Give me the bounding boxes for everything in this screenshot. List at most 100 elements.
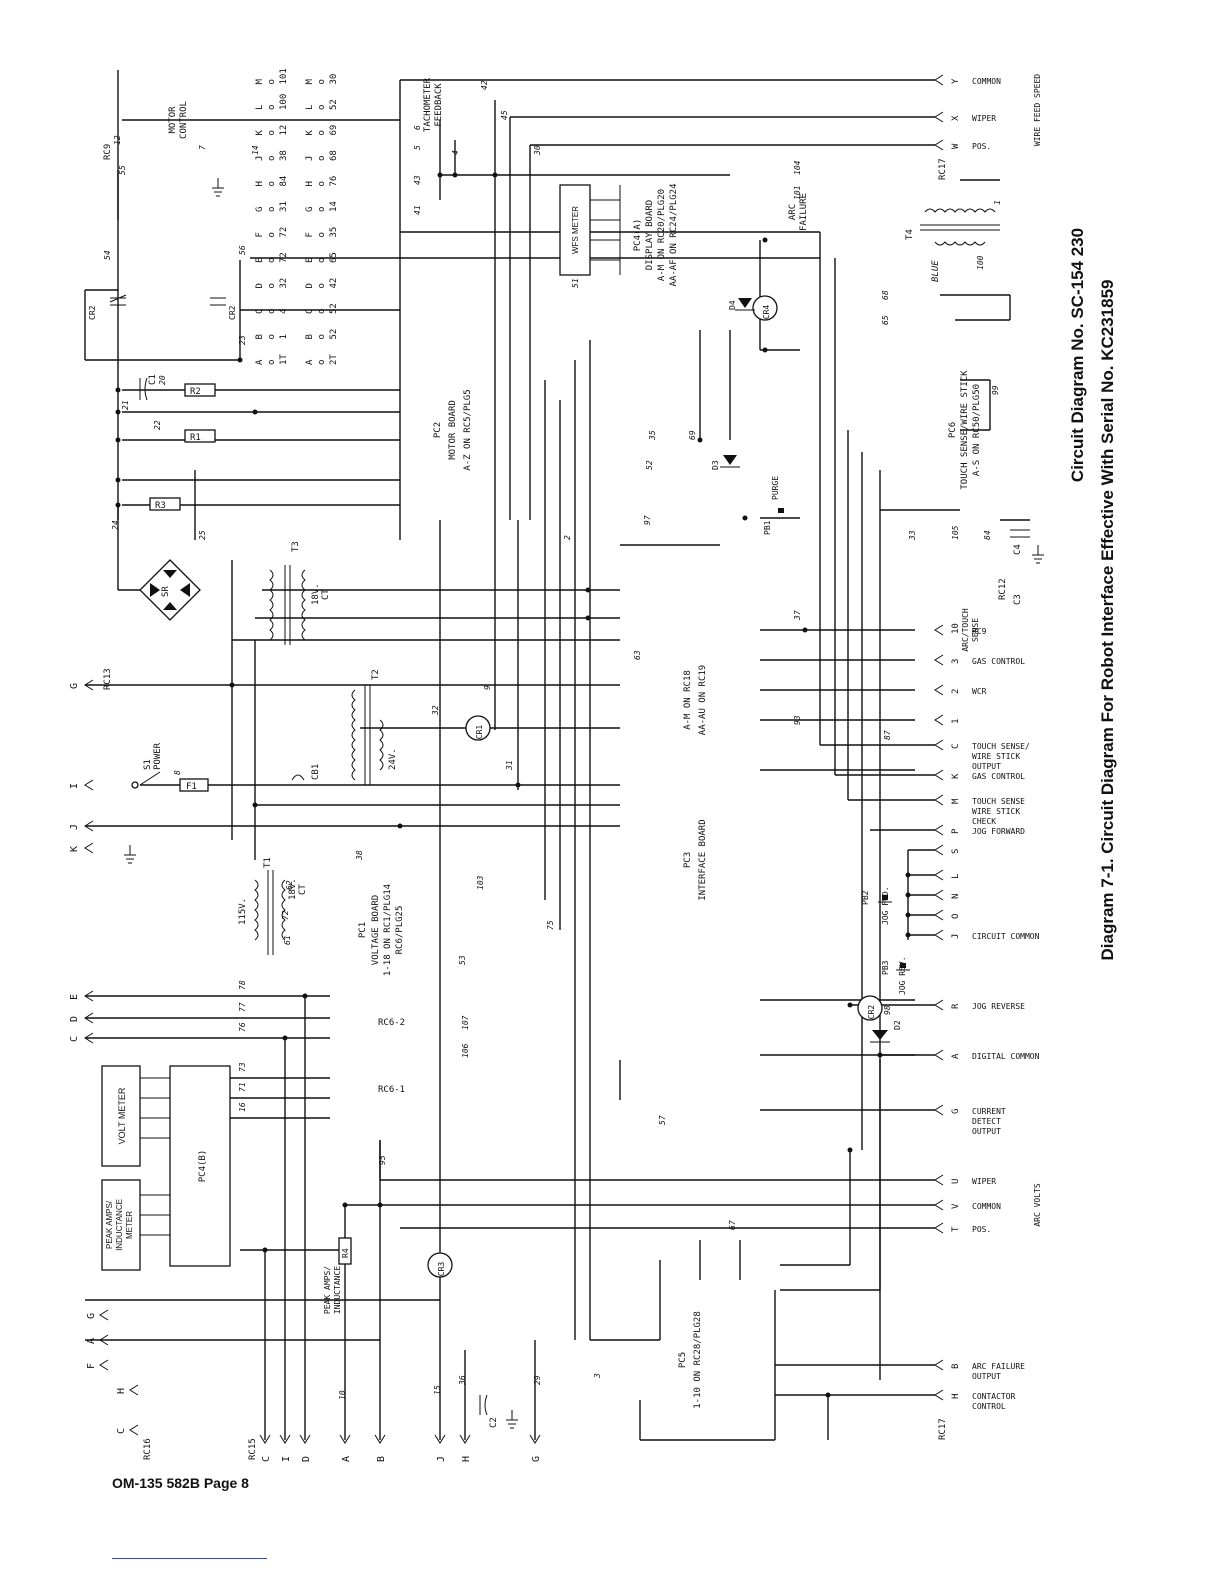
wire-number: 7 — [198, 145, 207, 150]
wire-number: 35 — [648, 430, 657, 441]
title-block: Circuit Diagram No. SC-154 230 Diagram 7… — [1068, 228, 1117, 961]
wfs-meter-label: WFS METER — [571, 206, 580, 254]
junction-dots — [115, 172, 911, 1398]
right-terminal-label: CIRCUIT COMMON — [972, 932, 1040, 941]
left-terminal-pin: K — [69, 846, 80, 852]
arc-touch-sense-line2: SENSE — [971, 618, 980, 642]
transformer-t1: T1 115V. 18V. CT — [238, 857, 308, 955]
volt-meter-label: VOLT METER — [117, 1087, 127, 1144]
r1-label: R1 — [190, 433, 201, 443]
wire-number: 69 — [688, 430, 697, 440]
rc16-label: RC16 — [143, 1438, 153, 1460]
cr2-coil-label: CR2 — [867, 1005, 876, 1020]
wire-number: 1 — [993, 200, 1002, 205]
jog-reverse-button-pb3: PB3 JOG REV. — [881, 956, 910, 995]
cb1-label: CB1 — [311, 764, 321, 780]
arc-volts-label: ARC VOLTS — [1033, 1183, 1042, 1227]
motor-pin-row1-letter: F — [255, 232, 265, 237]
wire-number: 37 — [793, 610, 802, 621]
pc3-interface-board-label: A-M ON RC18 AA-AU ON RC19 PC3 INTERFACE … — [683, 665, 708, 901]
pc1-voltage-board-label: PC1 VOLTAGE BOARD 1-18 ON RC1/PLG14 RC6/… — [358, 884, 405, 976]
right-terminal-label: RC9 — [972, 627, 987, 636]
motor-pin-row1-pin: o — [267, 79, 277, 84]
relay-cr4-coil: CR4 — [752, 295, 778, 321]
motor-pin-row2-wire: 69 — [329, 125, 339, 136]
wire-number: 25 — [198, 530, 207, 540]
page-footer: OM-135 582B Page 8 — [112, 1475, 249, 1491]
peak-amps-meter: PEAK AMPS/ INDUCTANCE METER — [101, 1179, 170, 1271]
wire-number: 100 — [976, 255, 985, 270]
wire-number: 6 — [413, 125, 422, 130]
wire-number: 68 — [881, 290, 890, 300]
right-terminal-pin: 10 — [951, 623, 961, 634]
motor-pin-row1-letter: K — [255, 130, 265, 136]
motor-pin-row2-pin: o — [317, 334, 327, 339]
motor-pin-row1-pin: o — [267, 360, 277, 365]
pc4a-line3: A-M ON RC20/PLG20 — [657, 189, 667, 281]
jog-rev-label: JOG REV. — [898, 956, 907, 995]
wire-number: 62 — [285, 880, 294, 890]
right-terminal-pin: Y — [951, 78, 961, 84]
right-terminal-label: WIRE STICK — [972, 752, 1020, 761]
ground-symbols — [124, 178, 1044, 1429]
wire-number: 22 — [153, 420, 162, 430]
footer-link-underline[interactable] — [112, 1558, 267, 1559]
f1-label: F1 — [186, 782, 197, 792]
motor-pin-row2-wire: 42 — [329, 278, 339, 289]
c2-label: C2 — [489, 1417, 499, 1428]
left-terminal-pin: G — [69, 683, 80, 689]
purge-button-pb1: PB1 PURGE — [760, 476, 800, 535]
pc3-line2: INTERFACE BOARD — [698, 819, 708, 900]
motor-pin-row1-wire: 84 — [279, 176, 289, 187]
wire-number: 42 — [480, 80, 489, 90]
right-terminal-pin: 1 — [951, 719, 961, 724]
wire-number: 31 — [505, 760, 514, 771]
resistor-r2: R2 — [184, 383, 216, 397]
relay-contacts-cr2: CR2 CR2 — [88, 294, 237, 320]
wire-number: 30 — [533, 145, 542, 156]
motor-pin-row1-wire: 12 — [279, 125, 289, 136]
right-terminal-label: TOUCH SENSE — [972, 797, 1025, 806]
diode-d4: D4 — [728, 298, 755, 311]
motor-pin-row1-letter: M — [255, 79, 265, 85]
motor-pin-row1-pin: o — [267, 105, 277, 110]
bottom-terminal-pin: H — [461, 1456, 472, 1462]
right-terminal-label: WIRE STICK — [972, 807, 1020, 816]
sr-label: SR — [161, 586, 171, 597]
wire-number: 38 — [355, 850, 364, 861]
motor-pin-row2-letter: E — [305, 258, 315, 263]
pc4a-line4: AA-AF ON RC24/PLG24 — [669, 184, 679, 287]
bridge-rectifier-sr: SR — [139, 559, 201, 621]
motor-pin-row2-pin: o — [317, 232, 327, 237]
wire-network — [84, 70, 1030, 1441]
motor-pin-row2-letter: L — [305, 105, 315, 110]
motor-pin-row1-wire: 31 — [279, 201, 289, 212]
jog-forward-button-pb2: PB2 JOG FWD. — [861, 886, 892, 925]
motor-pin-row2-wire: 65 — [329, 252, 339, 263]
rc16-terminal-pin: F — [86, 1363, 97, 1369]
motor-pin-row1-pin: o — [267, 181, 277, 186]
t3-v18-line2: CT — [321, 589, 331, 600]
diagram-title: Diagram 7-1. Circuit Diagram For Robot I… — [1098, 280, 1117, 961]
motor-pin-row2-letter: M — [305, 79, 315, 85]
motor-pin-row1-pin: o — [267, 130, 277, 135]
right-terminal-pin: M — [951, 798, 961, 804]
motor-pin-row1-wire: 38 — [279, 150, 289, 161]
right-terminal-label: OUTPUT — [972, 1372, 1001, 1381]
right-terminal-pin: N — [951, 894, 961, 899]
motor-pin-row2-letter: H — [305, 181, 315, 186]
pb3-label: PB3 — [881, 960, 890, 975]
pc6-line1: PC6 — [948, 422, 958, 438]
bottom-terminal-pin: G — [531, 1456, 542, 1462]
motor-pin-row1-wire: 72 — [279, 227, 289, 238]
transformer-t2: T2 24V. — [351, 669, 398, 785]
wire-number: 14 — [251, 145, 260, 155]
wire-number: 104 — [793, 160, 802, 175]
t3-label: T3 — [291, 541, 301, 552]
bottom-terminal-pin: I — [281, 1456, 292, 1462]
motor-pin-row2-letter: A — [305, 359, 315, 365]
circuit-number: Circuit Diagram No. SC-154 230 — [1068, 228, 1087, 482]
